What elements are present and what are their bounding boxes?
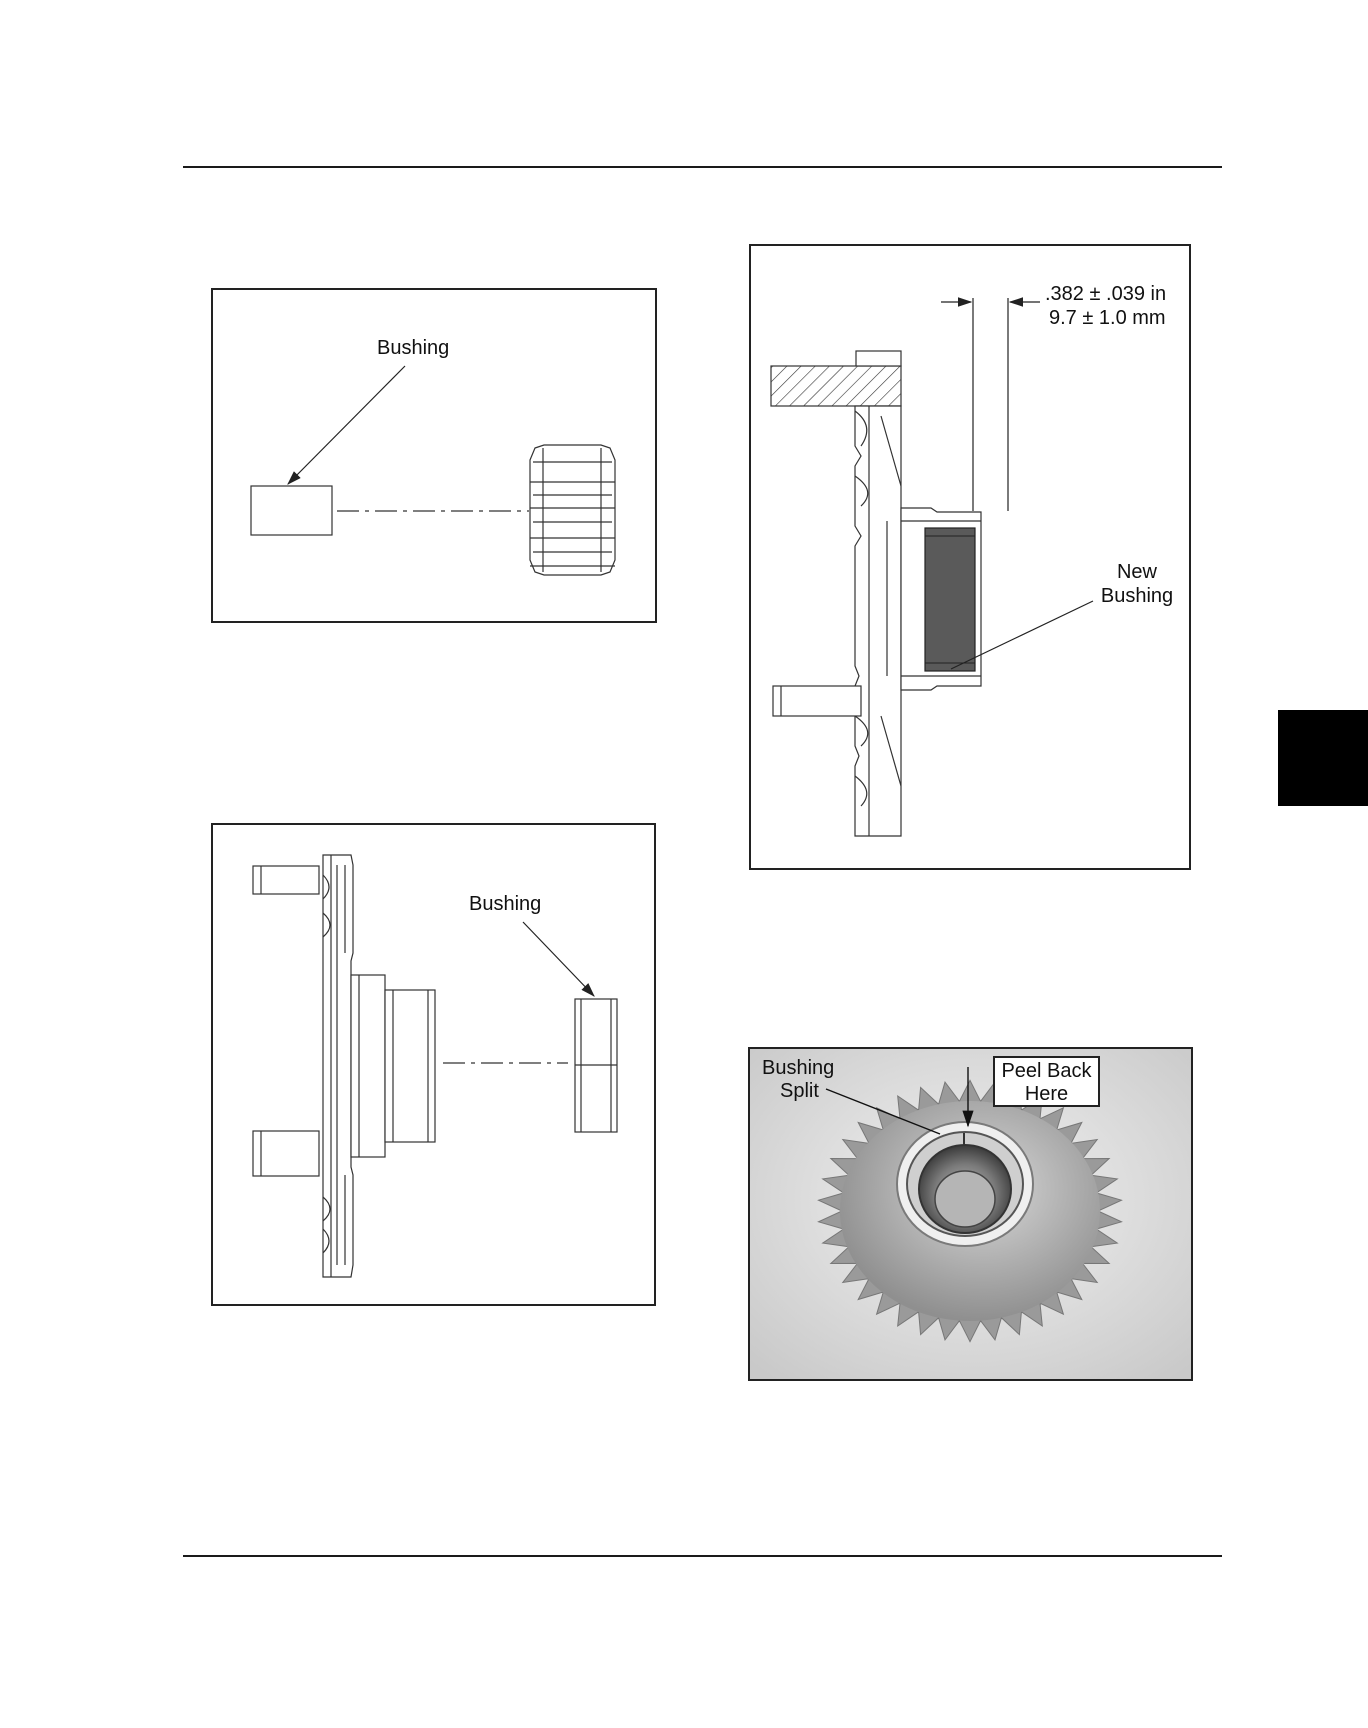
peel-back-label-line2: Here <box>1001 1083 1092 1106</box>
bushing-split-label-line1: Bushing <box>762 1057 862 1080</box>
new-bushing-label-line1: New <box>1095 560 1179 584</box>
peel-back-here-callout: Peel Back Here <box>993 1056 1100 1107</box>
gear-shape <box>530 445 615 575</box>
bushing-split-label-line2: Split <box>780 1080 819 1103</box>
figure-3-drawing <box>751 246 1191 870</box>
peel-back-label-line1: Peel Back <box>1001 1060 1092 1083</box>
footer-rule <box>183 1555 1222 1557</box>
bushing-label: Bushing <box>377 336 449 360</box>
chapter-tab <box>1278 710 1368 806</box>
header-rule <box>183 166 1222 168</box>
bushing-label: Bushing <box>469 892 541 916</box>
new-bushing-label-line2: Bushing <box>1095 584 1179 608</box>
figure-new-bushing-install-depth: .382 ± .039 in 9.7 ± 1.0 mm New Bushing <box>749 244 1191 870</box>
dimension-millimeters: 9.7 ± 1.0 mm <box>1049 306 1166 330</box>
dimension-inches: .382 ± .039 in <box>1045 282 1166 306</box>
figure-bushing-removal-gear: Bushing <box>211 288 657 623</box>
figure-2-drawing <box>213 825 656 1306</box>
figure-bushing-removal-hub: Bushing <box>211 823 656 1306</box>
photo-bushing-split-gear: Bushing Split Peel Back Here <box>748 1047 1193 1381</box>
new-bushing-shape <box>925 528 975 671</box>
bushing-shape <box>251 486 332 535</box>
hub-shape <box>253 855 617 1277</box>
